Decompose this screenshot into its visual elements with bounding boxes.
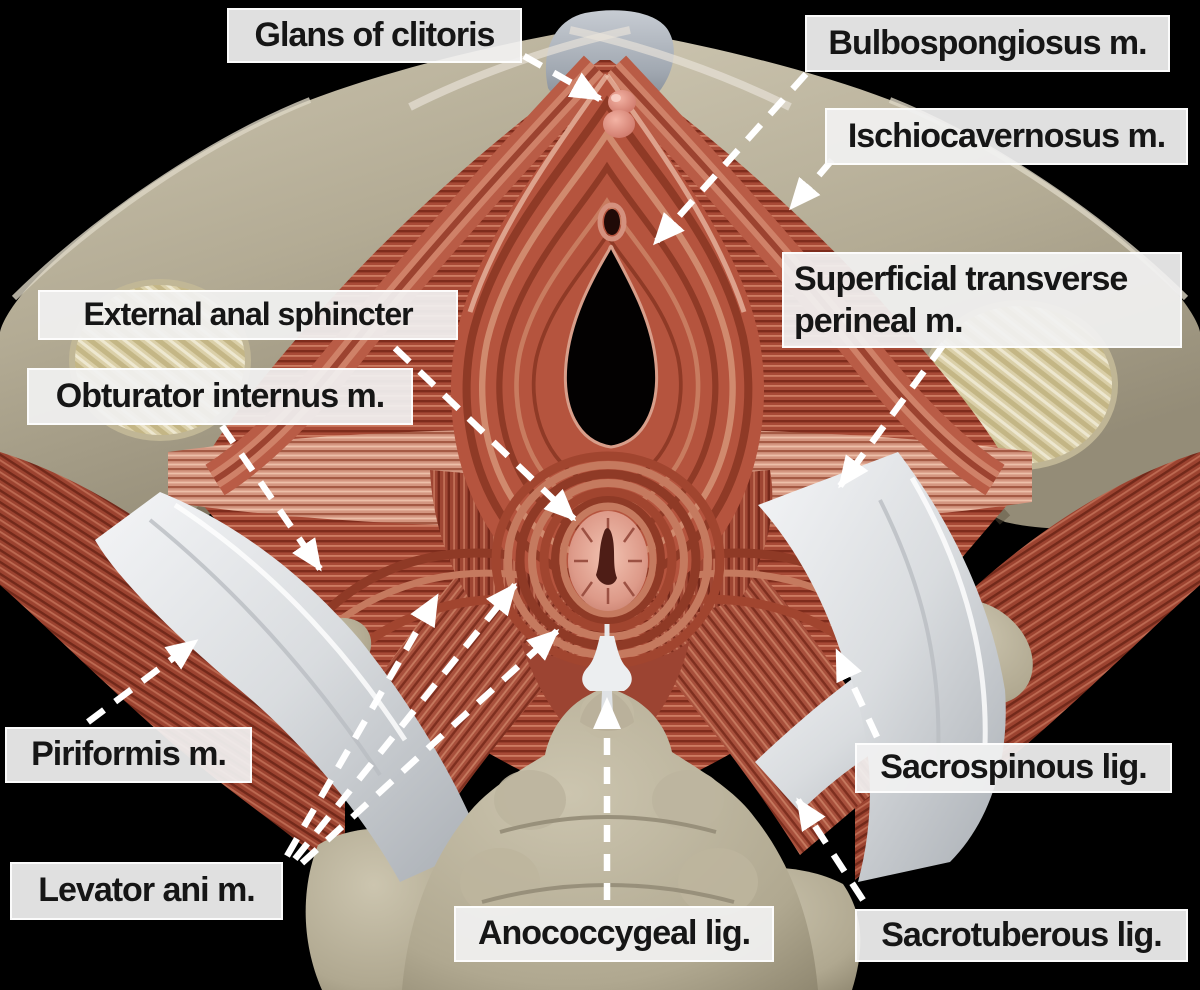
arrow-sacrotuberous [795, 797, 866, 902]
label-superficial-transverse-perineal: Superficial transverse perineal m. [782, 252, 1182, 348]
arrow-obturator-internus [219, 424, 323, 572]
label-obturator-internus: Obturator internus m. [27, 368, 413, 425]
label-ischiocavernosus: Ischiocavernosus m. [825, 108, 1188, 165]
arrow-piriformis [86, 638, 199, 725]
annotation-arrows [86, 53, 947, 902]
label-bulbospongiosus: Bulbospongiosus m. [805, 15, 1170, 72]
arrow-glans [522, 53, 603, 102]
glans-of-clitoris [603, 90, 636, 138]
arrow-sacrospinous [834, 648, 880, 739]
arrow-levator-ani-2 [292, 582, 518, 862]
label-piriformis: Piriformis m. [5, 727, 252, 783]
label-sacrospinous: Sacrospinous lig. [855, 743, 1172, 793]
arrow-levator-ani-1 [284, 593, 440, 858]
urethral-opening [597, 202, 627, 242]
anus [568, 511, 648, 611]
arrow-bulbospongiosus [652, 71, 809, 246]
label-sacrotuberous: Sacrotuberous lig. [855, 909, 1188, 962]
arrow-external-anal-sphincter [392, 345, 577, 522]
label-superficial-line2: perineal m. [794, 302, 964, 340]
label-superficial-line1: Superficial transverse [794, 260, 1128, 298]
arrow-ischiocavernosus [788, 157, 835, 211]
arch-highlight-right [569, 26, 792, 111]
arrow-levator-ani-3 [299, 628, 560, 866]
vaginal-opening [563, 244, 659, 449]
label-external-anal-sphincter: External anal sphincter [38, 290, 458, 340]
label-glans-of-clitoris: Glans of clitoris [227, 8, 522, 63]
label-anococcygeal: Anococcygeal lig. [454, 906, 774, 962]
arrow-superficial-transverse [837, 342, 947, 489]
label-levator-ani: Levator ani m. [10, 862, 283, 920]
